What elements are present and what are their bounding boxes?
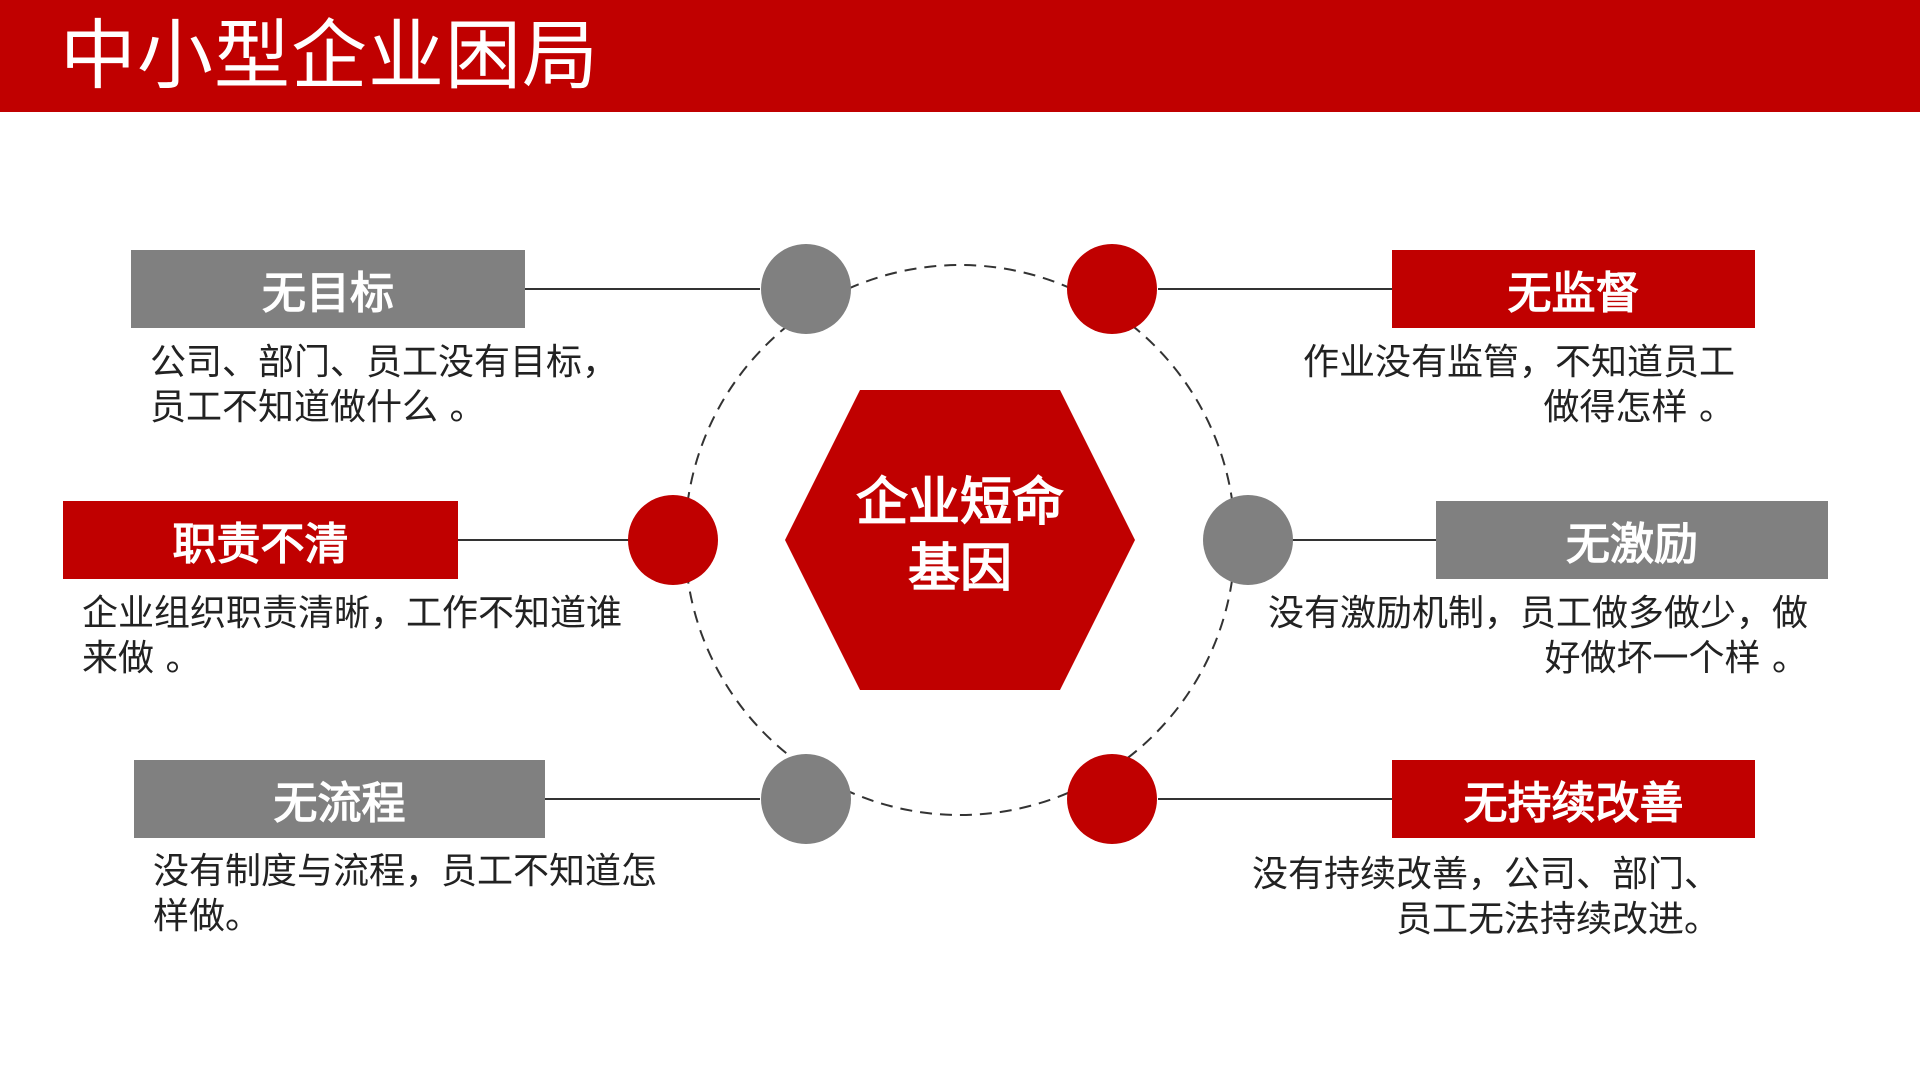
desc-no-incentive: 没有激励机制，员工做多做少，做 好做坏一个样 。 bbox=[1190, 591, 1808, 681]
node-circle-6 bbox=[1067, 754, 1157, 844]
page-title: 中小型企业困局 bbox=[60, 11, 599, 100]
desc-no-process: 没有制度与流程，员工不知道怎 样做。 bbox=[153, 849, 713, 939]
tag-unclear-duties: 职责不清 bbox=[63, 501, 458, 579]
desc-no-incentive-line1: 没有激励机制，员工做多做少，做 bbox=[1267, 593, 1808, 634]
desc-no-improvement-line2: 员工无法持续改进。 bbox=[1395, 899, 1720, 940]
desc-no-incentive-line2: 好做坏一个样 。 bbox=[1544, 638, 1808, 679]
tag-no-process: 无流程 bbox=[134, 760, 545, 838]
desc-no-supervision: 作业没有监管，不知道员工 做得怎样 。 bbox=[1230, 340, 1735, 430]
desc-no-improvement-line1: 没有持续改善，公司、部门、 bbox=[1251, 854, 1720, 895]
node-circle-4 bbox=[1067, 244, 1157, 334]
title-bar: 中小型企业困局 bbox=[0, 0, 1920, 112]
desc-unclear-duties-line1: 企业组织职责清晰，工作不知道谁 bbox=[82, 593, 623, 634]
tag-no-goal: 无目标 bbox=[131, 250, 525, 328]
node-circle-2 bbox=[628, 495, 718, 585]
tag-no-supervision: 无监督 bbox=[1392, 250, 1755, 328]
tag-no-improvement: 无持续改善 bbox=[1392, 760, 1755, 838]
desc-no-goal: 公司、部门、员工没有目标， 员工不知道做什么 。 bbox=[150, 340, 670, 430]
node-circle-3 bbox=[761, 754, 851, 844]
node-circle-1 bbox=[761, 244, 851, 334]
node-circle-5 bbox=[1203, 495, 1293, 585]
desc-unclear-duties-line2: 来做 。 bbox=[82, 638, 202, 679]
center-label-line1: 企业短命 bbox=[855, 473, 1064, 533]
desc-no-goal-line1: 公司、部门、员工没有目标， bbox=[150, 342, 619, 383]
center-label: 企业短命 基因 bbox=[800, 470, 1120, 602]
desc-no-process-line2: 样做。 bbox=[153, 896, 262, 937]
desc-no-supervision-line2: 做得怎样 。 bbox=[1543, 387, 1735, 428]
tag-no-incentive: 无激励 bbox=[1436, 501, 1828, 579]
desc-no-improvement: 没有持续改善，公司、部门、 员工无法持续改进。 bbox=[1220, 852, 1720, 942]
desc-no-process-line1: 没有制度与流程，员工不知道怎 bbox=[153, 851, 658, 892]
desc-no-supervision-line1: 作业没有监管，不知道员工 bbox=[1302, 342, 1735, 383]
desc-unclear-duties: 企业组织职责清晰，工作不知道谁 来做 。 bbox=[82, 591, 682, 681]
desc-no-goal-line2: 员工不知道做什么 。 bbox=[150, 387, 486, 428]
center-label-line2: 基因 bbox=[907, 539, 1012, 599]
center-hexagon bbox=[785, 390, 1135, 690]
